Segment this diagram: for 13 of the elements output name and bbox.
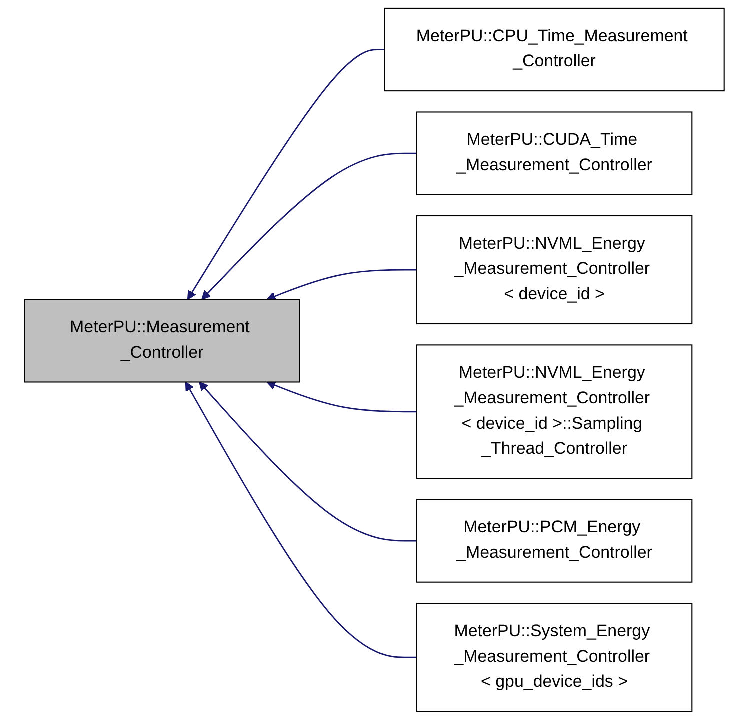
arrow xyxy=(187,49,385,300)
arrow xyxy=(266,269,417,301)
arrow xyxy=(199,382,417,542)
node-box: MeterPU::NVML_Energy _Measurement_Controller < device_id > xyxy=(416,215,693,325)
node-box: MeterPU::System_Energy _Measurement_Controller < gpu_device_ids > xyxy=(416,603,693,712)
arrow xyxy=(202,152,417,300)
node-box: MeterPU::CUDA_Time _Measurement_Controller xyxy=(416,112,693,196)
node-box: MeterPU::PCM_Energy _Measurement_Controller xyxy=(416,499,693,583)
arrow xyxy=(266,380,417,413)
arrow xyxy=(185,382,417,658)
node-box: MeterPU::NVML_Energy _Measurement_Controller < device_id >::Sampling _Thread_Controller xyxy=(416,344,693,480)
node-box: MeterPU::CPU_Time_Measurement _Controller xyxy=(384,8,725,92)
node-box: MeterPU::Measurement _Controller xyxy=(24,299,300,383)
